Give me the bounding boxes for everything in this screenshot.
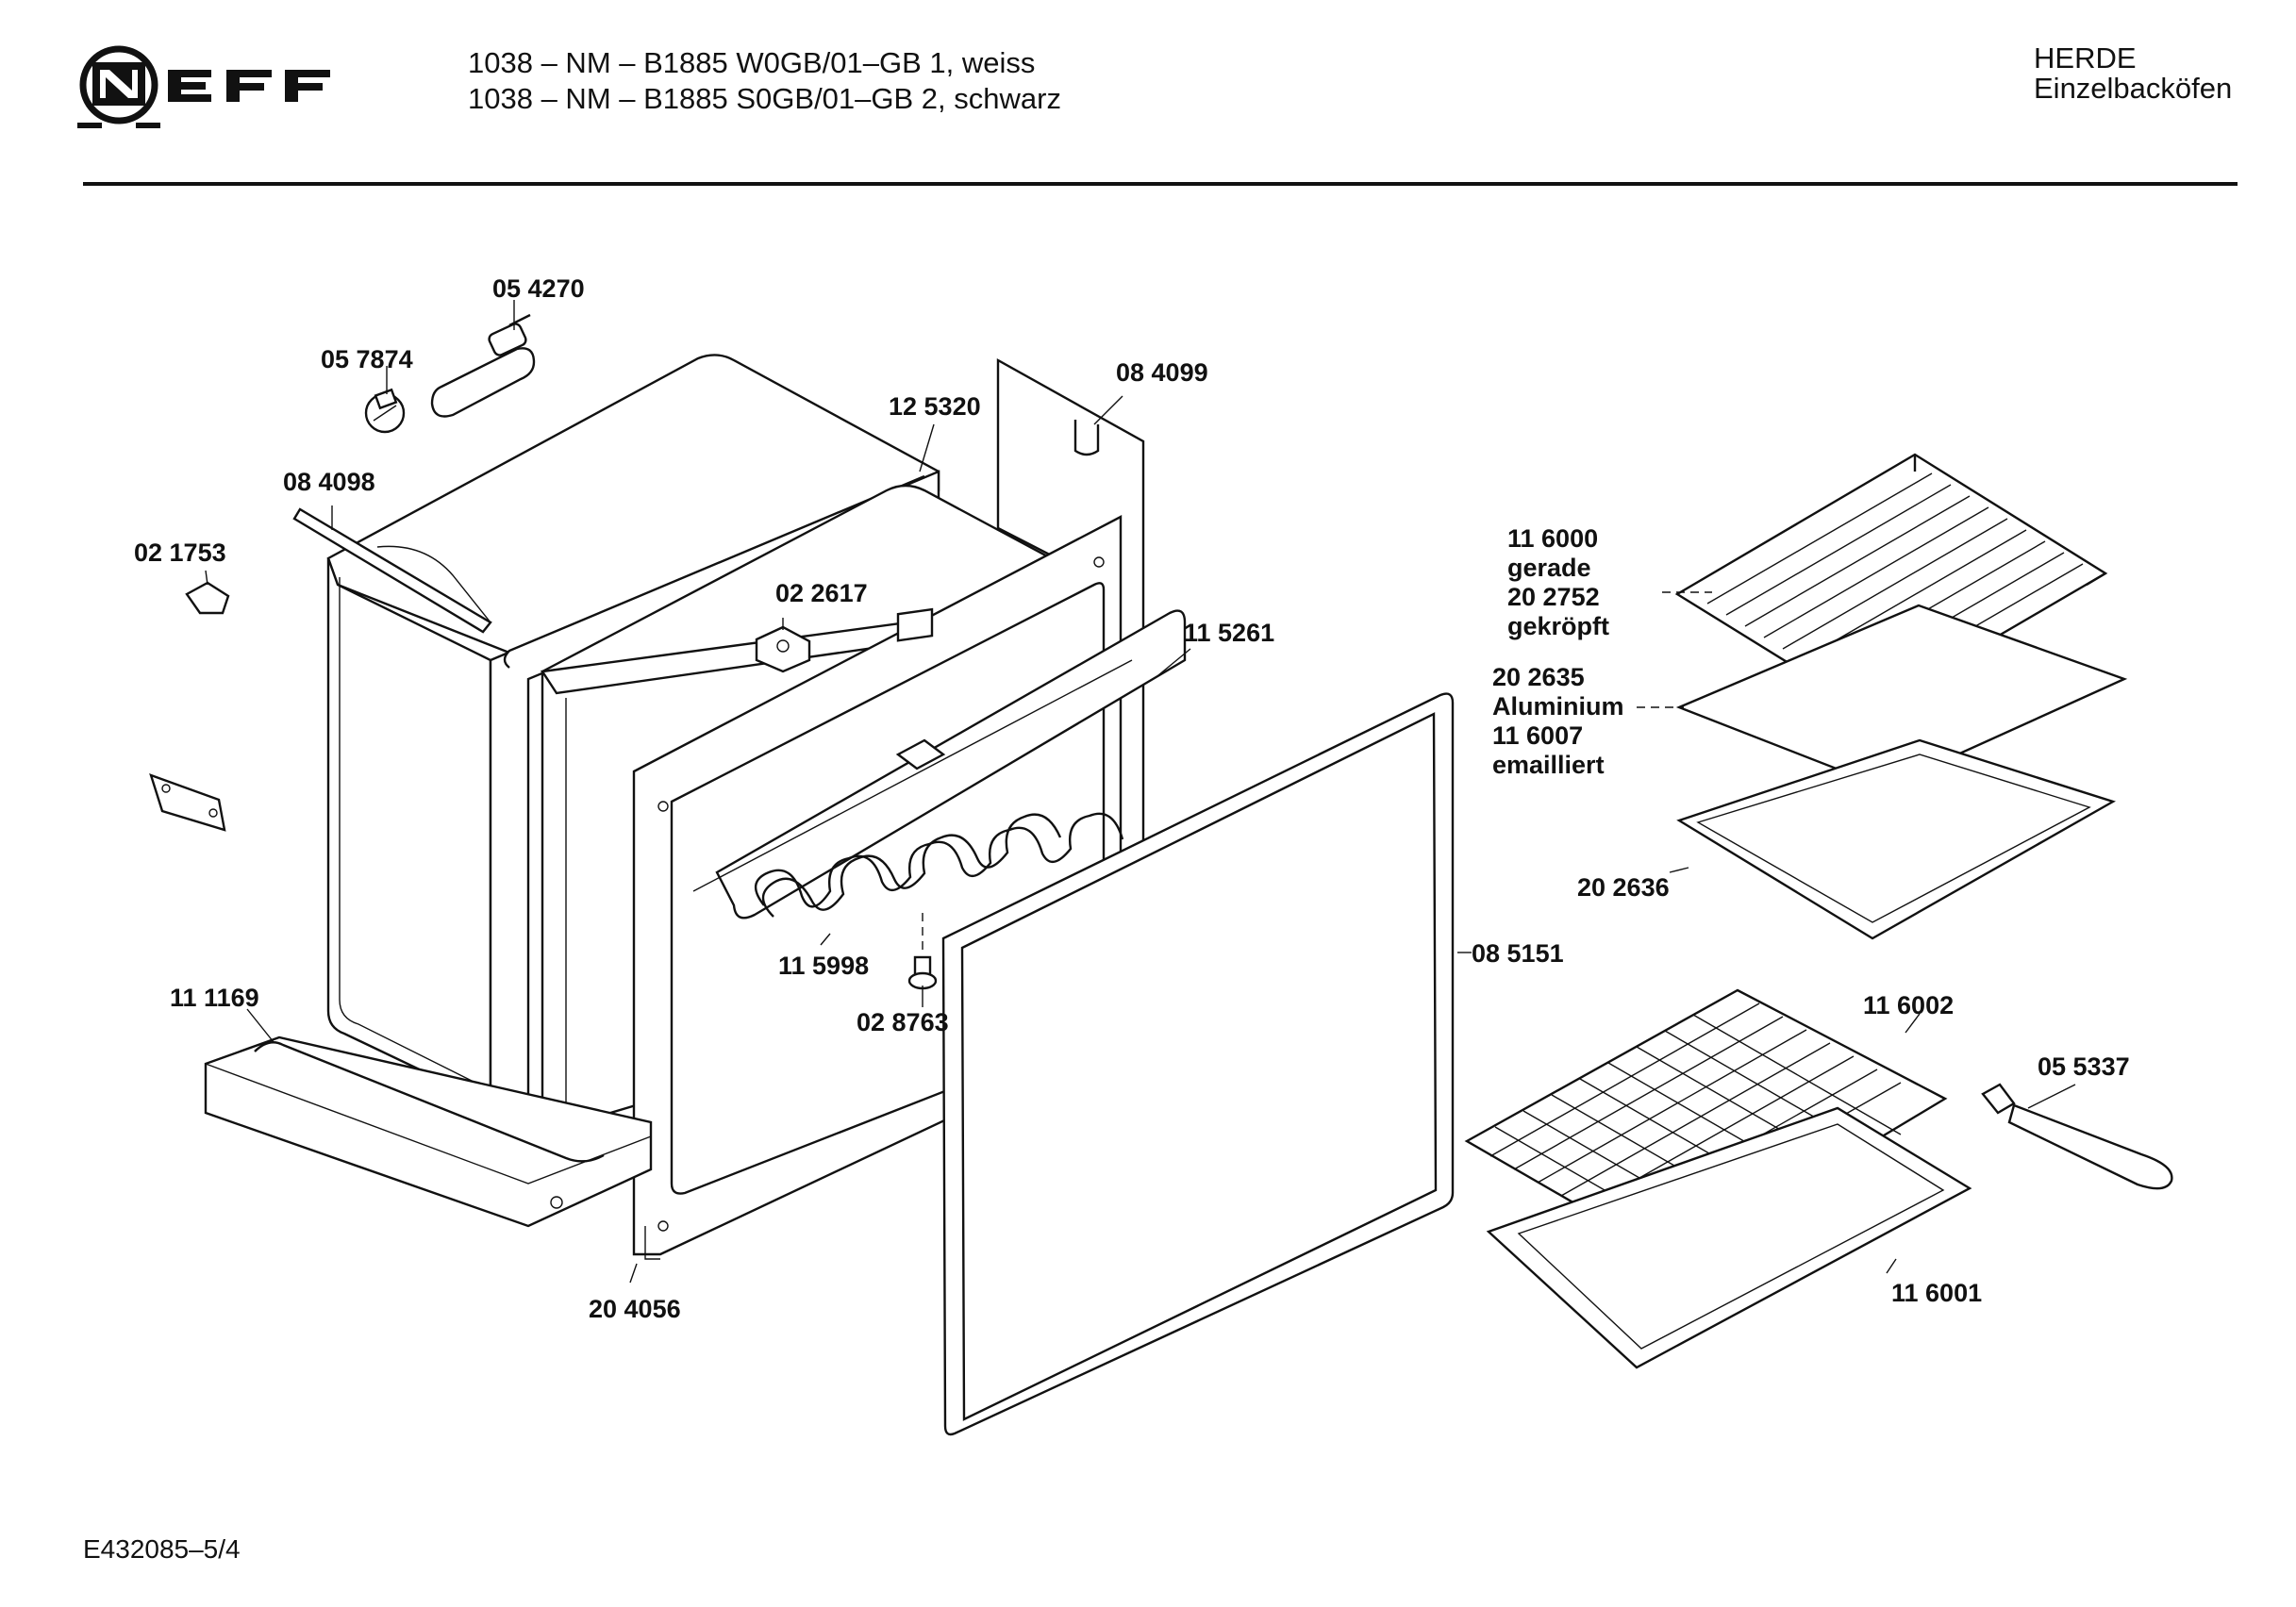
screw bbox=[907, 913, 938, 990]
label-028763: 02 8763 bbox=[857, 1008, 949, 1036]
top-rail bbox=[292, 507, 492, 634]
clip-bracket bbox=[185, 581, 230, 615]
header-divider bbox=[83, 182, 2238, 186]
label-204056: 20 4056 bbox=[589, 1295, 681, 1323]
mounting-bracket bbox=[149, 773, 226, 832]
bottom-rail bbox=[204, 1035, 653, 1228]
label-202752-note: gekröpft bbox=[1507, 612, 1609, 640]
oven-housing bbox=[326, 354, 940, 1105]
category-subtitle: Einzelbacköfen bbox=[2034, 72, 2233, 105]
model-line-2: 1038 – NM – B1885 S0GB/01–GB 2, schwarz bbox=[468, 82, 1061, 115]
label-057874: 05 7874 bbox=[321, 345, 413, 373]
label-055337: 05 5337 bbox=[2038, 1052, 2130, 1081]
part-labels: 05 4270 05 7874 12 5320 08 4099 08 4098 … bbox=[134, 274, 2130, 1323]
label-084098: 08 4098 bbox=[283, 468, 375, 496]
label-116001: 11 6001 bbox=[1891, 1279, 1982, 1307]
pan-handle bbox=[1981, 1083, 2173, 1190]
label-085151: 08 5151 bbox=[1472, 939, 1564, 968]
baking-sheet bbox=[1675, 604, 2128, 789]
label-202635: 20 2635 bbox=[1492, 663, 1585, 691]
heat-shield-panel bbox=[996, 357, 1145, 992]
label-116000-note: gerade bbox=[1507, 554, 1591, 582]
category-title: HERDE bbox=[2034, 41, 2137, 75]
label-111169: 11 1169 bbox=[170, 984, 259, 1012]
neff-logo bbox=[77, 45, 330, 128]
label-116000: 11 6000 bbox=[1507, 524, 1598, 553]
label-054270: 05 4270 bbox=[492, 274, 585, 303]
wire-shelf bbox=[1674, 453, 2108, 714]
inner-door-seal bbox=[941, 692, 1455, 1436]
label-116002: 11 6002 bbox=[1863, 991, 1954, 1019]
lamp-holder bbox=[430, 313, 536, 418]
sensor-plate bbox=[895, 738, 946, 770]
label-115261: 11 5261 bbox=[1184, 619, 1274, 647]
label-202635-note: Aluminium bbox=[1492, 692, 1624, 721]
label-021753: 02 1753 bbox=[134, 538, 226, 567]
label-022617: 02 2617 bbox=[775, 579, 868, 607]
label-125320: 12 5320 bbox=[889, 392, 981, 421]
model-line-1: 1038 – NM – B1885 W0GB/01–GB 1, weiss bbox=[468, 46, 1036, 79]
label-116007: 11 6007 bbox=[1492, 721, 1583, 750]
drip-pan bbox=[1486, 1106, 1972, 1369]
lamp-bulb bbox=[364, 388, 406, 434]
drawing-code: E432085–5/4 bbox=[83, 1534, 241, 1564]
model-designation: 1038 – NM – B1885 W0GB/01–GB 1, weiss 10… bbox=[468, 45, 1061, 117]
label-084099: 08 4099 bbox=[1116, 358, 1208, 387]
label-202636: 20 2636 bbox=[1577, 873, 1670, 902]
label-116007-note: emailliert bbox=[1492, 751, 1605, 779]
roasting-tray bbox=[1676, 738, 2116, 940]
label-202752: 20 2752 bbox=[1507, 583, 1600, 611]
leader-lines bbox=[205, 300, 2076, 1284]
label-115998: 11 5998 bbox=[778, 952, 869, 980]
heating-element bbox=[692, 607, 1187, 919]
product-category: HERDE Einzelbacköfen bbox=[2034, 43, 2232, 104]
